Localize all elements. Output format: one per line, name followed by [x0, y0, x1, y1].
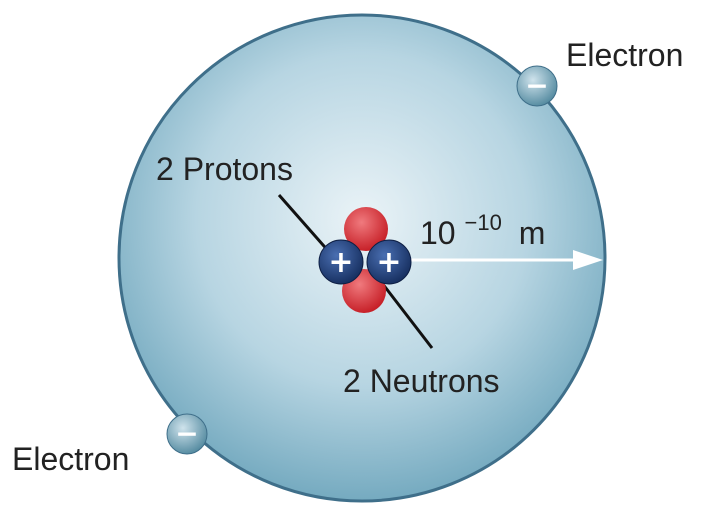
proton-right-symbol: +	[376, 245, 401, 280]
neutrons-label: 2 Neutrons	[343, 363, 500, 399]
protons-label: 2 Protons	[156, 151, 293, 187]
electron-bottom-label: Electron	[12, 441, 129, 477]
electron-top: −	[517, 66, 557, 106]
radius-exponent: −10	[464, 210, 501, 235]
radius-base: 10	[420, 215, 456, 251]
electron-bottom-symbol: −	[175, 417, 198, 450]
electron-top-symbol: −	[525, 69, 548, 102]
proton-left-symbol: +	[328, 245, 353, 280]
electron-top-label: Electron	[566, 37, 683, 73]
radius-unit: m	[519, 215, 546, 251]
electron-bottom: −	[167, 414, 207, 454]
